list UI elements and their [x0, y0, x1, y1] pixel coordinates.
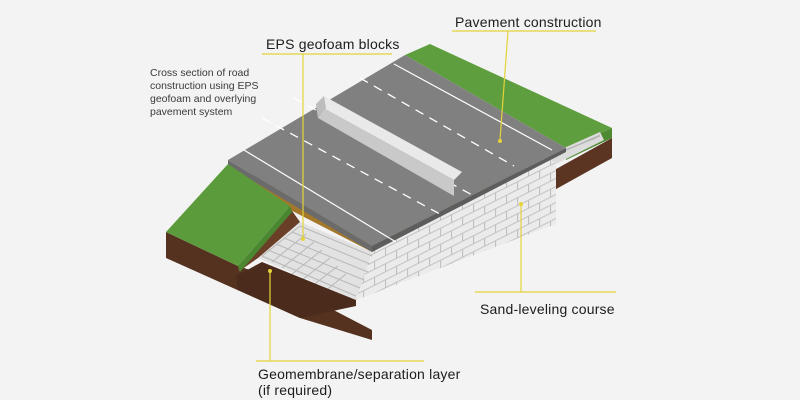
geofoam-steps [261, 225, 373, 297]
leader-pavement [452, 30, 596, 141]
leader-sand [475, 205, 616, 293]
leader-sand-dot [519, 202, 523, 206]
lane-dash-right-1 [359, 77, 515, 167]
right-grass-top [405, 44, 612, 148]
asphalt-front-edge [372, 148, 566, 252]
median-barrier-top [316, 96, 462, 180]
geomembrane-label-line1: Geomembrane/separation layer [258, 366, 461, 382]
left-soil-trench [236, 262, 356, 318]
lane-dash-left-1 [261, 117, 441, 215]
geofoam-fill [258, 132, 604, 300]
leader-geomembrane-dot [268, 269, 272, 273]
lane-edge-line-near [243, 149, 397, 243]
geomembrane-label: Geomembrane/separation layer (if require… [258, 366, 460, 398]
geomembrane-label-line2: (if required) [258, 382, 333, 398]
left-embankment [166, 164, 372, 340]
geofoam-side-wall [356, 156, 556, 300]
left-grass-top [166, 164, 290, 266]
leader-lines [256, 30, 616, 362]
asphalt-left-edge [228, 160, 372, 252]
geofoam-right-step-lines [551, 134, 601, 157]
lane-edge-line-far [393, 63, 553, 151]
pavement-construction-label: Pavement construction [455, 14, 602, 30]
leader-geomembrane [256, 272, 424, 362]
geofoam-stepped-front [258, 222, 372, 300]
eps-geofoam-blocks-label: EPS geofoam blocks [266, 36, 400, 52]
leader-eps-dot [301, 237, 305, 241]
leader-eps [262, 53, 392, 238]
leader-pavement-dot [498, 139, 502, 143]
diagram-caption: Cross section of road construction using… [150, 67, 259, 118]
sand-leveling-course-label: Sand-leveling course [480, 301, 615, 317]
median-barrier-face [316, 104, 454, 196]
median-barrier-end [316, 96, 326, 118]
left-grass-edge [238, 206, 292, 272]
pavement [228, 55, 566, 252]
